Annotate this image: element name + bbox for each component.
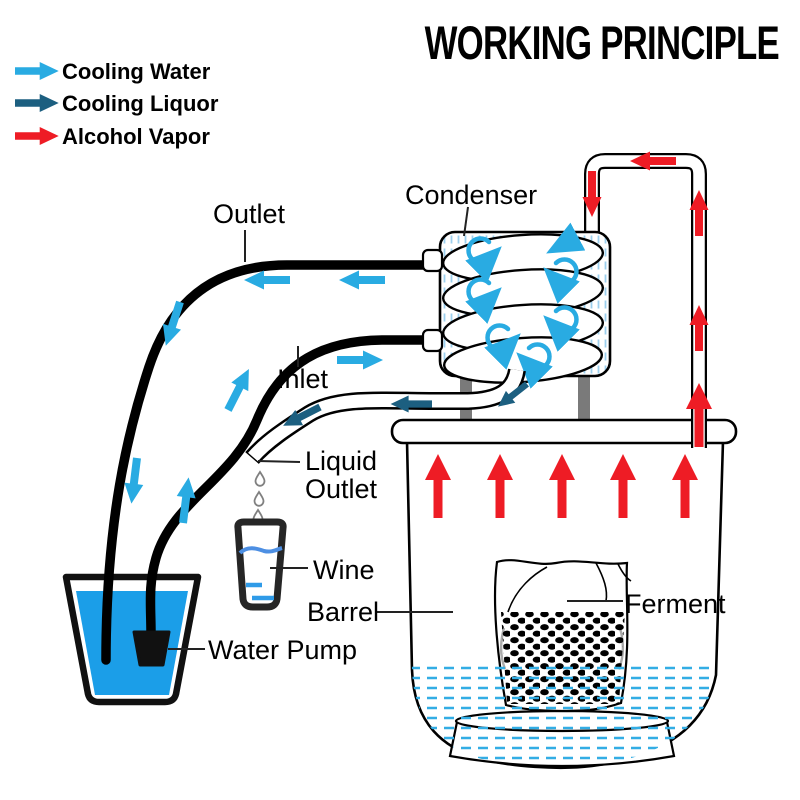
barrel bbox=[390, 418, 738, 770]
wine-cup bbox=[234, 518, 287, 611]
water-pump bbox=[132, 630, 171, 667]
condenser-coil bbox=[441, 233, 605, 384]
liquid-outlet-tube bbox=[245, 368, 526, 465]
legend-cooling-liquor-arrow-icon bbox=[15, 93, 59, 113]
label-wine: Wine bbox=[313, 555, 375, 585]
page-title: WORKING PRINCIPLE bbox=[425, 17, 780, 69]
label-inlet: Inlet bbox=[277, 364, 329, 394]
distillate-droplets bbox=[252, 471, 266, 525]
bag-stand bbox=[448, 709, 676, 768]
legend-cooling-water-label: Cooling Water bbox=[62, 59, 211, 84]
inlet-hose bbox=[145, 335, 452, 638]
pointer-condenser bbox=[463, 206, 469, 237]
coil-swirl-arrows bbox=[469, 222, 586, 369]
ferment-grain-dots bbox=[501, 612, 625, 704]
label-water-pump: Water Pump bbox=[208, 635, 357, 665]
label-barrel: Barrel bbox=[307, 597, 379, 627]
svg-text:WORKING PRINCIPLE: WORKING PRINCIPLE bbox=[425, 17, 779, 69]
label-liquid-outlet-line1: Liquid bbox=[305, 446, 377, 476]
legend-alcohol-vapor-label: Alcohol Vapor bbox=[62, 124, 210, 149]
condenser-ports bbox=[421, 248, 444, 353]
water-bucket bbox=[62, 573, 202, 706]
label-liquid-outlet-line2: Outlet bbox=[305, 474, 378, 504]
bucket-water bbox=[76, 591, 188, 695]
outlet-hose bbox=[101, 260, 452, 665]
barrel-lid bbox=[390, 418, 738, 445]
label-outlet: Outlet bbox=[213, 199, 286, 229]
label-ferment: Ferment bbox=[625, 589, 726, 619]
pointer-liquid-outlet bbox=[257, 460, 301, 463]
legend-alcohol-vapor-arrow-icon bbox=[15, 126, 59, 146]
condenser-leg-right bbox=[578, 373, 590, 423]
condenser-box bbox=[421, 222, 612, 384]
legend: Cooling Water Cooling Liquor Alcohol Vap… bbox=[15, 59, 219, 149]
label-condenser: Condenser bbox=[405, 180, 537, 210]
legend-cooling-water-arrow-icon bbox=[15, 61, 59, 81]
legend-cooling-liquor-label: Cooling Liquor bbox=[62, 91, 219, 116]
